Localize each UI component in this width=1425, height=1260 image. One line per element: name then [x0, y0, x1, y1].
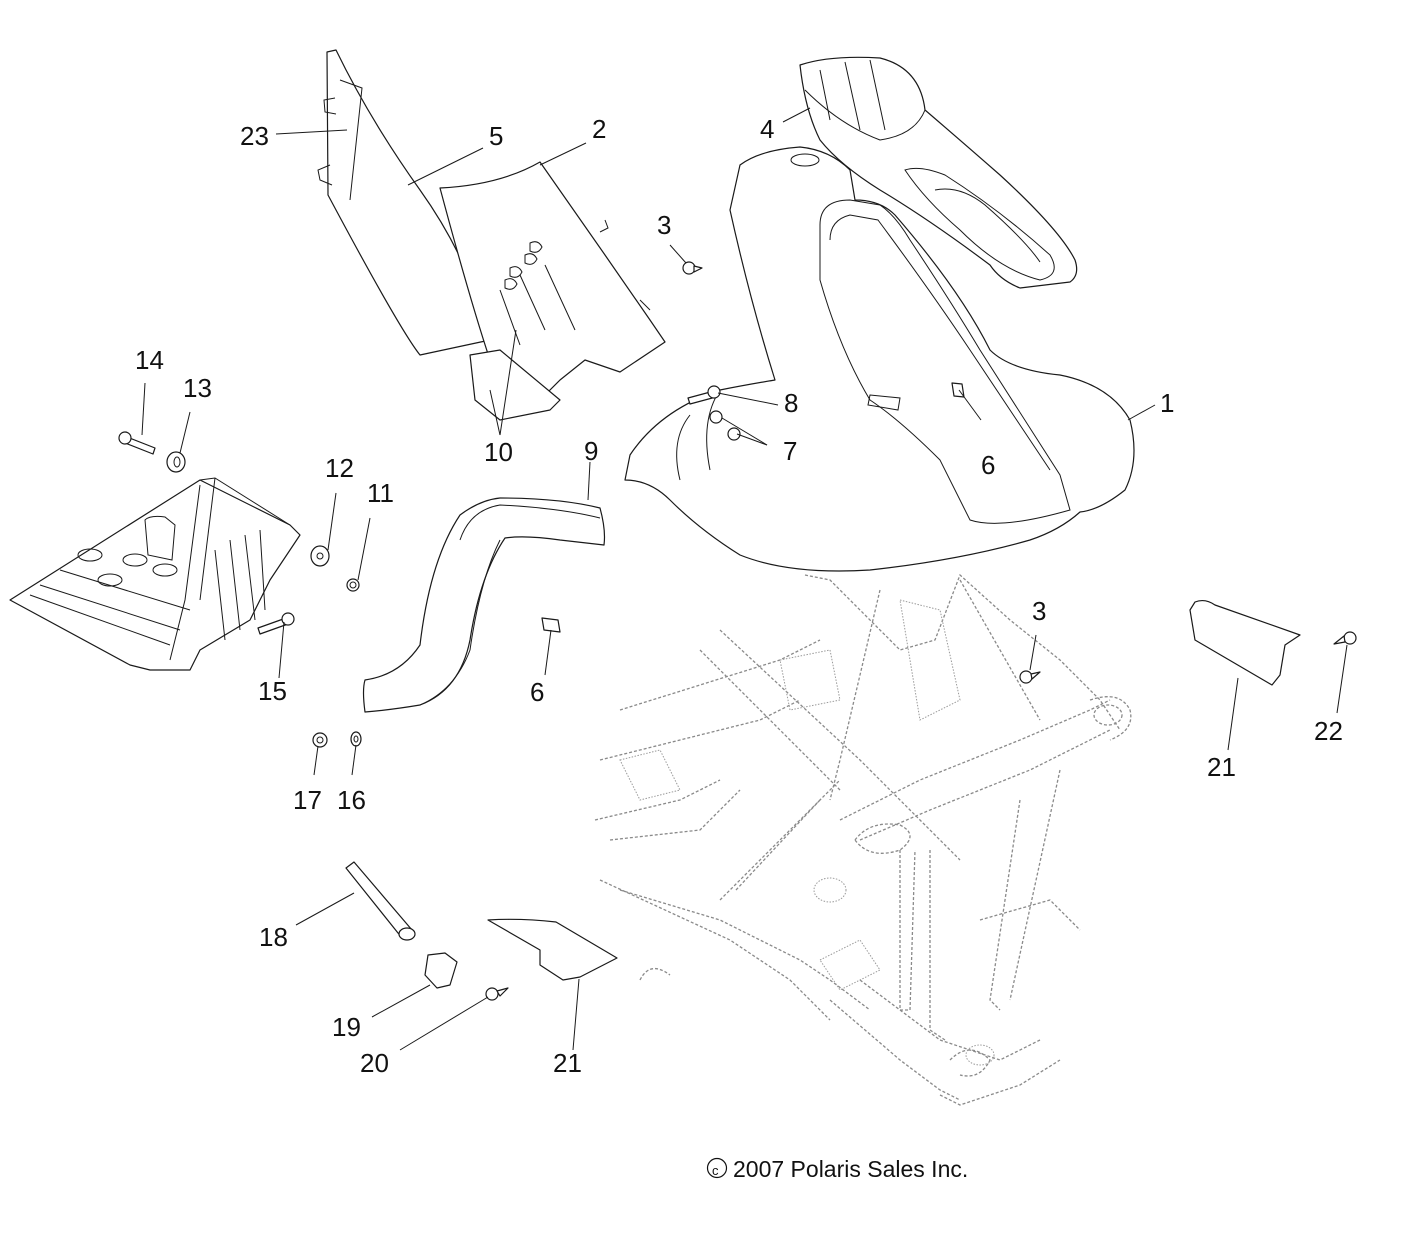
copyright-c: c [712, 1163, 719, 1178]
callout-3-right: 3 [1032, 596, 1046, 626]
callout-12: 12 [325, 453, 354, 483]
callout-7: 7 [783, 436, 797, 466]
callout-18: 18 [259, 922, 288, 952]
fender-flare [362, 497, 606, 713]
callout-17: 17 [293, 785, 322, 815]
side-panel [317, 49, 666, 421]
hardware [118, 261, 1357, 1001]
footwell [9, 477, 301, 671]
copyright: c 2007 Polaris Sales Inc. [706, 1156, 968, 1182]
callout-10: 10 [484, 437, 513, 467]
rear-fender [624, 146, 1135, 572]
callout-6-mid: 6 [530, 677, 544, 707]
copyright-circle-icon [706, 1157, 728, 1179]
callout-11: 11 [367, 478, 394, 508]
callout-2: 2 [592, 114, 606, 144]
callout-23: 23 [240, 121, 269, 151]
callout-14: 14 [135, 345, 164, 375]
callout-1: 1 [1160, 388, 1174, 418]
callout-6-top: 6 [981, 450, 995, 480]
callout-21-lower: 21 [553, 1048, 582, 1078]
chassis-frame [594, 573, 1132, 1106]
callout-4: 4 [760, 114, 774, 144]
callout-9: 9 [584, 436, 598, 466]
callout-3-top: 3 [657, 210, 671, 240]
callout-20: 20 [360, 1048, 389, 1078]
leader-lines [141, 107, 1348, 1051]
callout-15: 15 [258, 676, 287, 706]
callout-16: 16 [337, 785, 366, 815]
callout-22: 22 [1314, 716, 1343, 746]
callout-labels: 23 5 2 3 4 1 8 7 6 9 10 14 13 12 11 15 6… [135, 114, 1343, 1078]
callout-8: 8 [784, 388, 798, 418]
callout-21-right: 21 [1207, 752, 1236, 782]
callout-5: 5 [489, 121, 503, 151]
callout-13: 13 [183, 373, 212, 403]
copyright-text: 2007 Polaris Sales Inc. [733, 1156, 968, 1182]
seat [799, 56, 1078, 289]
callout-19: 19 [332, 1012, 361, 1042]
